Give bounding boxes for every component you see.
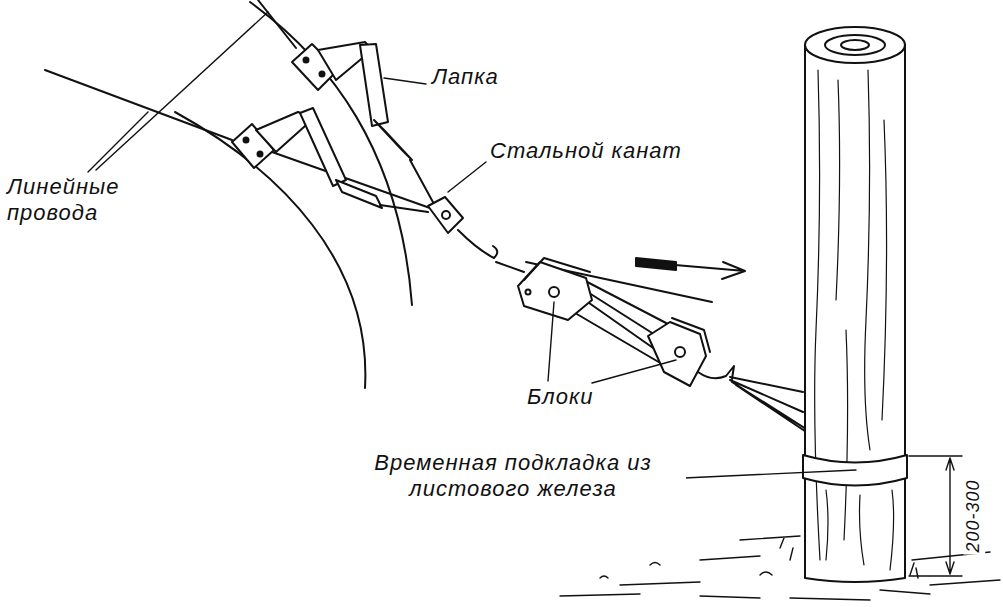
- pulley-axle: [526, 290, 531, 295]
- pulley-axle: [442, 211, 450, 219]
- leader-line: [88, 12, 268, 172]
- clamp-link: [374, 120, 412, 160]
- part-label: Лапка: [430, 64, 501, 90]
- clamp-bar: [300, 108, 346, 186]
- part-label: Линейные провода: [5, 174, 127, 227]
- leader-line: [448, 162, 486, 192]
- clamp-bar: [360, 44, 388, 126]
- wooden-post: [805, 45, 905, 582]
- rivet: [244, 138, 249, 143]
- clamp-link: [336, 180, 382, 208]
- leader-line: [548, 302, 676, 383]
- hook: [698, 366, 734, 379]
- part-label: Блоки: [525, 384, 596, 410]
- steel-rope: [380, 160, 434, 212]
- leader-line: [384, 78, 426, 84]
- note-label: Временная подкладка из листового железа: [340, 450, 686, 503]
- post-rings: [841, 40, 869, 50]
- pulley-axle: [675, 347, 685, 357]
- pulley-block: [648, 322, 706, 386]
- steel-rope: [496, 262, 524, 272]
- pulley-axle: [549, 287, 559, 297]
- ground: [560, 536, 1000, 600]
- wire-arc: [175, 112, 365, 388]
- dimension-label: 200-300: [963, 477, 985, 554]
- dimension-line: [909, 456, 962, 576]
- wood-grain: [815, 70, 894, 570]
- part-label: Стальной канат: [488, 138, 684, 164]
- hook: [458, 230, 497, 258]
- pulley-block: [524, 258, 590, 280]
- leader-line: [684, 470, 856, 478]
- pulley-block: [518, 262, 592, 320]
- rivet: [258, 152, 263, 157]
- rivet: [320, 72, 325, 77]
- post-rings: [825, 35, 885, 55]
- line-wire: [258, 0, 296, 48]
- direction-arrow: [636, 258, 676, 270]
- pulley: [428, 197, 463, 233]
- post-top: [805, 27, 905, 63]
- rivet: [304, 58, 309, 63]
